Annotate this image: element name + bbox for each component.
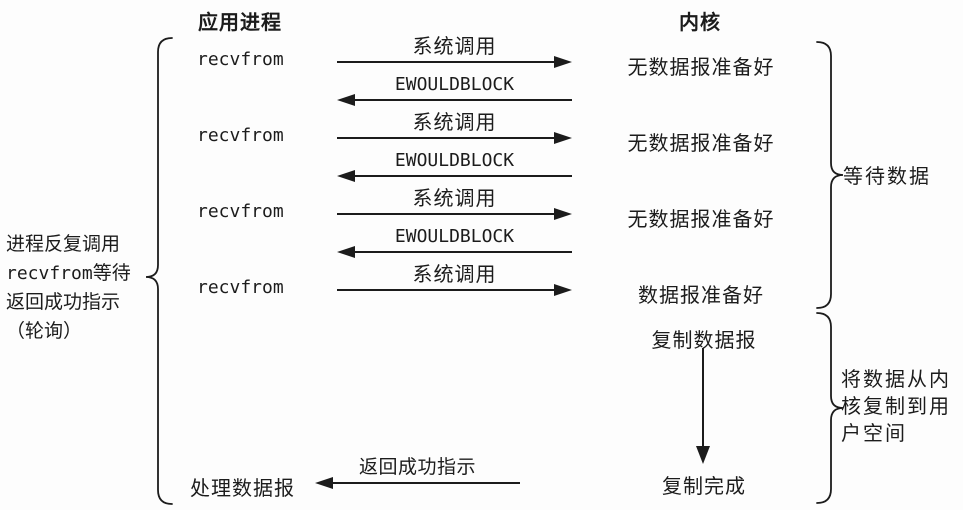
arrow-shaft bbox=[337, 289, 557, 291]
arrow-right-icon bbox=[554, 56, 572, 68]
copy-phase-label-line3: 户空间 bbox=[841, 421, 907, 445]
copy-datagram-label: 复制数据报 bbox=[651, 328, 757, 352]
arrow-shaft bbox=[337, 61, 557, 63]
ewouldblock-arrow-2-label: EWOULDBLOCK bbox=[394, 150, 515, 171]
polling-annotation: 进程反复调用 recvfrom等待 返回成功指示 （轮询） bbox=[6, 230, 131, 346]
process-datagram-label: 处理数据报 bbox=[190, 476, 295, 500]
polling-annotation-line2: recvfrom等待 bbox=[6, 259, 131, 288]
syscall-arrow-4-label: 系统调用 bbox=[412, 262, 497, 286]
recvfrom-call-2: recvfrom bbox=[197, 125, 284, 146]
syscall-arrow-1-label: 系统调用 bbox=[412, 34, 497, 58]
arrow-shaft bbox=[337, 213, 557, 215]
recvfrom-call-4: recvfrom bbox=[197, 277, 284, 298]
arrow-right-icon bbox=[554, 132, 572, 144]
copy-phase-label: 将数据从内 核复制到用 户空间 bbox=[841, 366, 951, 447]
arrow-shaft bbox=[352, 175, 572, 177]
column-header-application: 应用进程 bbox=[198, 10, 282, 34]
polling-annotation-line2-rest: 等待 bbox=[92, 262, 131, 284]
return-ok-arrow-label: 返回成功指示 bbox=[358, 456, 476, 478]
arrow-left-icon bbox=[337, 94, 355, 106]
copy-arrow-shaft bbox=[702, 348, 704, 448]
ewouldblock-arrow-3-label: EWOULDBLOCK bbox=[394, 226, 515, 247]
arrow-shaft bbox=[352, 99, 572, 101]
return-ok-arrow: 返回成功指示 bbox=[315, 456, 520, 489]
wait-phase-label: 等待数据 bbox=[843, 164, 931, 188]
ewouldblock-arrow-3: EWOULDBLOCK bbox=[337, 225, 572, 258]
arrow-shaft bbox=[337, 137, 557, 139]
ewouldblock-arrow-1: EWOULDBLOCK bbox=[337, 73, 572, 106]
kernel-status-2: 无数据报准备好 bbox=[627, 131, 775, 155]
arrow-shaft bbox=[352, 251, 572, 253]
arrow-right-icon bbox=[554, 284, 572, 296]
recvfrom-inline-code: recvfrom bbox=[6, 263, 93, 284]
kernel-status-1: 无数据报准备好 bbox=[627, 55, 775, 79]
ewouldblock-arrow-1-label: EWOULDBLOCK bbox=[394, 74, 515, 95]
arrow-down-icon bbox=[696, 446, 710, 464]
recvfrom-call-3: recvfrom bbox=[197, 201, 284, 222]
syscall-arrow-3: 系统调用 bbox=[337, 186, 572, 220]
polling-annotation-line4: （轮询） bbox=[6, 320, 83, 342]
copy-phase-label-line2: 核复制到用 bbox=[841, 394, 951, 418]
syscall-arrow-2-label: 系统调用 bbox=[412, 110, 497, 134]
recvfrom-call-1: recvfrom bbox=[197, 49, 284, 70]
column-header-kernel: 内核 bbox=[679, 10, 721, 34]
copy-complete-label: 复制完成 bbox=[662, 474, 746, 498]
syscall-arrow-3-label: 系统调用 bbox=[412, 186, 497, 210]
copy-phase-brace bbox=[816, 312, 844, 504]
arrow-left-icon bbox=[337, 246, 355, 258]
syscall-arrow-2: 系统调用 bbox=[337, 110, 572, 144]
ewouldblock-arrow-2: EWOULDBLOCK bbox=[337, 149, 572, 182]
polling-annotation-line1: 进程反复调用 bbox=[6, 233, 121, 255]
arrow-left-icon bbox=[315, 477, 333, 489]
polling-annotation-line3: 返回成功指示 bbox=[6, 291, 121, 313]
arrow-right-icon bbox=[554, 208, 572, 220]
syscall-arrow-4: 系统调用 bbox=[337, 262, 572, 296]
kernel-status-4: 数据报准备好 bbox=[638, 283, 764, 307]
left-brace bbox=[145, 37, 173, 505]
arrow-left-icon bbox=[337, 170, 355, 182]
arrow-shaft bbox=[330, 482, 520, 484]
syscall-arrow-1: 系统调用 bbox=[337, 34, 572, 68]
copy-phase-label-line1: 将数据从内 bbox=[841, 367, 951, 391]
kernel-status-3: 无数据报准备好 bbox=[627, 207, 775, 231]
wait-phase-brace bbox=[816, 41, 844, 309]
